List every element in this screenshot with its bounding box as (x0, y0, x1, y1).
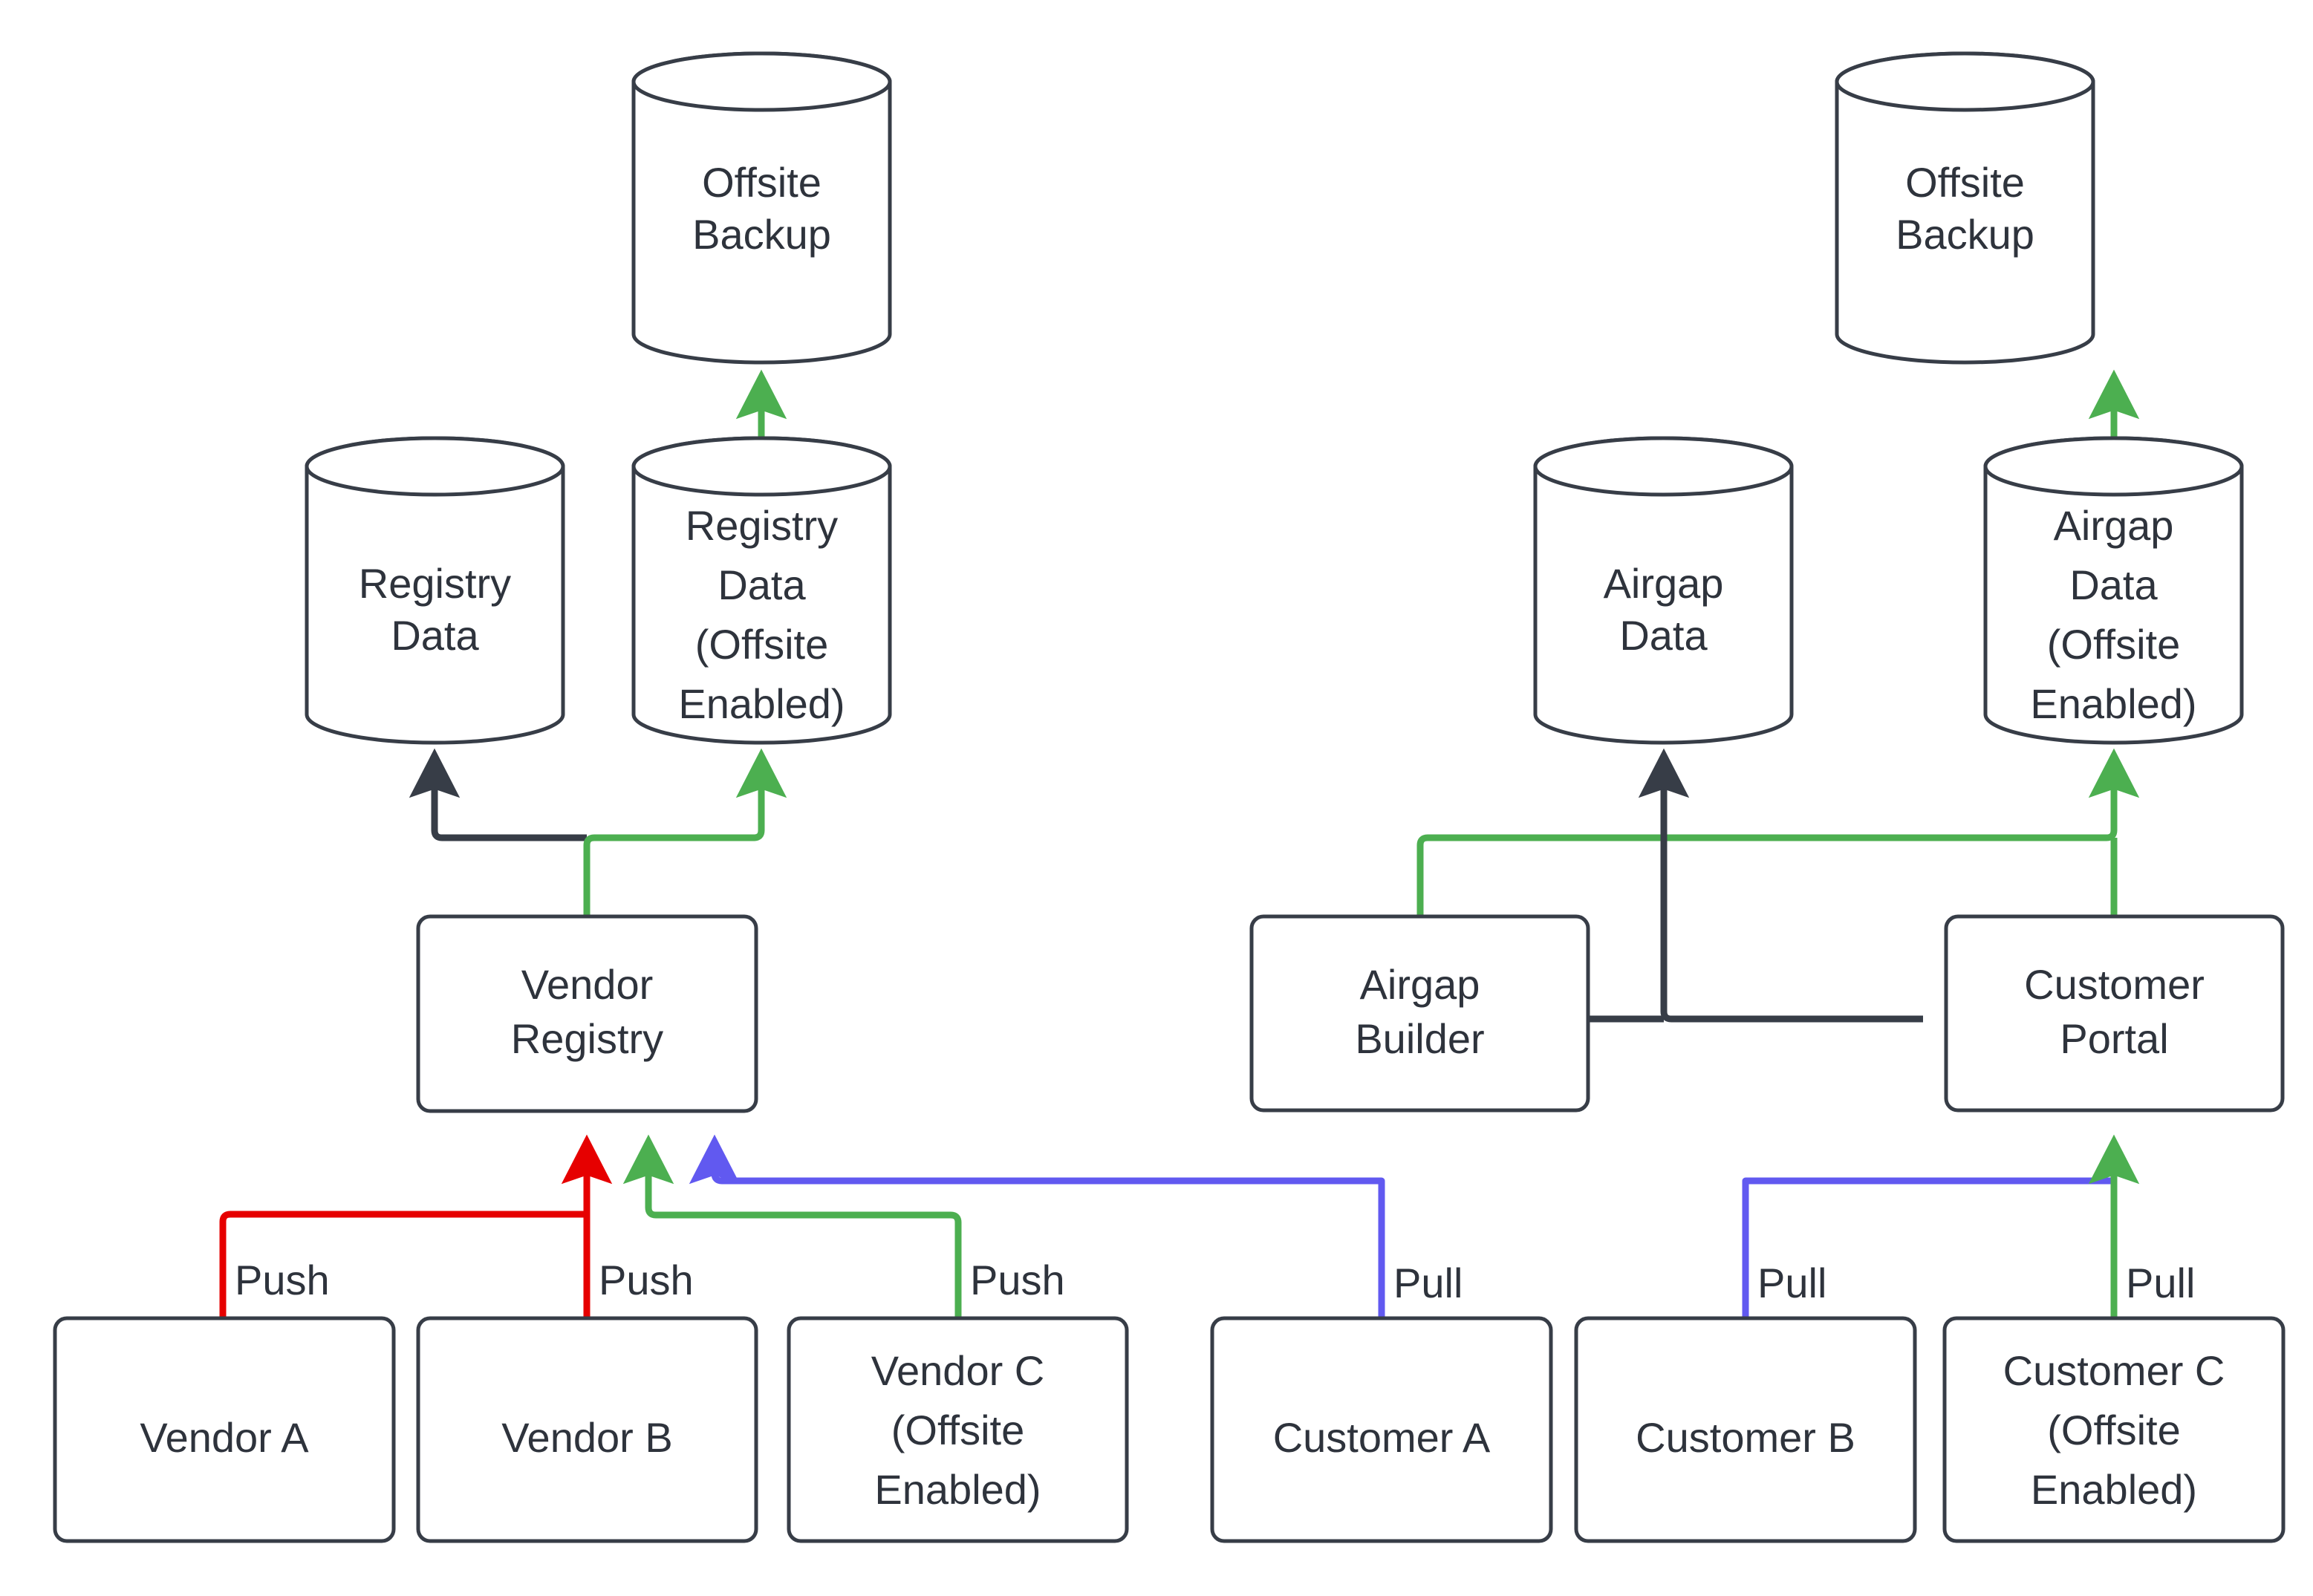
edge-vendor-c-push (622, 1134, 962, 1318)
registry-data-offsite-label-3: (Offsite (695, 621, 828, 668)
airgap-data-label-1: Airgap (1604, 560, 1724, 607)
edge-label-push-vendor-c: Push (970, 1257, 1065, 1303)
edge-vendor-registry-to-registry-data (409, 748, 587, 841)
edge-customer-portal-to-airgap-data (1588, 748, 1923, 1023)
node-airgap-data-offsite[interactable]: Airgap Data (Offsite Enabled) (1983, 436, 2244, 745)
customer-c-label-2: (Offsite (2047, 1407, 2180, 1453)
airgap-data-label-2: Data (1619, 612, 1708, 659)
registry-data-offsite-label-2: Data (718, 561, 806, 608)
customer-b-label: Customer B (1636, 1414, 1855, 1461)
edge-label-push-vendor-b: Push (599, 1257, 694, 1303)
customer-portal-label-1: Customer (2024, 961, 2205, 1008)
vendor-registry-label-2: Registry (511, 1015, 663, 1062)
airgap-data-offsite-label-1: Airgap (2054, 502, 2174, 549)
edge-vendor-registry-to-registry-data-offsite (583, 748, 787, 916)
customer-portal-label-2: Portal (2060, 1015, 2168, 1062)
edge-label-pull-customer-b: Pull (1757, 1260, 1826, 1306)
edge-vendor-a-push (219, 1211, 587, 1318)
node-registry-data-offsite[interactable]: Registry Data (Offsite Enabled) (631, 436, 892, 745)
vendor-c-label-3: Enabled) (874, 1466, 1041, 1513)
node-customer-portal[interactable]: Customer Portal (1944, 914, 2285, 1113)
node-registry-data[interactable]: Registry Data (305, 436, 565, 745)
node-offsite-backup-right[interactable]: Offsite Backup (1835, 51, 2095, 365)
node-offsite-backup-left[interactable]: Offsite Backup (631, 51, 892, 365)
node-customer-b[interactable]: Customer B (1574, 1316, 1917, 1543)
vendor-a-label: Vendor A (140, 1414, 309, 1461)
edge-airgap-builder-to-airgap-data-offsite (1416, 748, 2140, 916)
airgap-builder-label-1: Airgap (1360, 961, 1480, 1008)
vendor-c-label-1: Vendor C (871, 1347, 1045, 1394)
vendor-b-label: Vendor B (501, 1414, 672, 1461)
registry-data-offsite-label-1: Registry (686, 502, 838, 549)
customer-c-label-1: Customer C (2003, 1347, 2225, 1394)
node-airgap-data[interactable]: Airgap Data (1533, 436, 1794, 745)
edge-label-pull-customer-a: Pull (1393, 1260, 1463, 1306)
registry-data-offsite-label-4: Enabled) (678, 680, 845, 727)
offsite-backup-left-label-1: Offsite (702, 159, 822, 206)
node-vendor-a[interactable]: Vendor A (53, 1316, 396, 1543)
node-customer-c[interactable]: Customer C (Offsite Enabled) (1942, 1316, 2286, 1543)
node-customer-a[interactable]: Customer A (1210, 1316, 1553, 1543)
node-vendor-b[interactable]: Vendor B (416, 1316, 758, 1543)
edge-label-pull-customer-c: Pull (2126, 1260, 2195, 1306)
registry-data-label-1: Registry (359, 560, 511, 607)
vendor-c-label-2: (Offsite (891, 1407, 1024, 1453)
offsite-backup-right-label-1: Offsite (1905, 159, 2025, 206)
edge-customer-a-pull (689, 1134, 1385, 1318)
airgap-builder-label-2: Builder (1355, 1015, 1484, 1062)
customer-a-label: Customer A (1273, 1414, 1491, 1461)
node-vendor-c[interactable]: Vendor C (Offsite Enabled) (787, 1316, 1129, 1543)
customer-c-label-3: Enabled) (2031, 1466, 2197, 1513)
airgap-data-offsite-label-4: Enabled) (2030, 680, 2196, 727)
edge-customer-b-pull (1742, 1177, 2114, 1318)
offsite-backup-left-label-2: Backup (692, 211, 831, 258)
vendor-registry-label-1: Vendor (521, 961, 654, 1008)
node-vendor-registry[interactable]: Vendor Registry (416, 914, 758, 1113)
edge-label-push-vendor-a: Push (235, 1257, 330, 1303)
node-airgap-builder[interactable]: Airgap Builder (1249, 914, 1590, 1113)
registry-data-label-2: Data (391, 612, 479, 659)
offsite-backup-right-label-2: Backup (1896, 211, 2034, 258)
airgap-data-offsite-label-2: Data (2069, 561, 2158, 608)
airgap-data-offsite-label-3: (Offsite (2047, 621, 2180, 668)
